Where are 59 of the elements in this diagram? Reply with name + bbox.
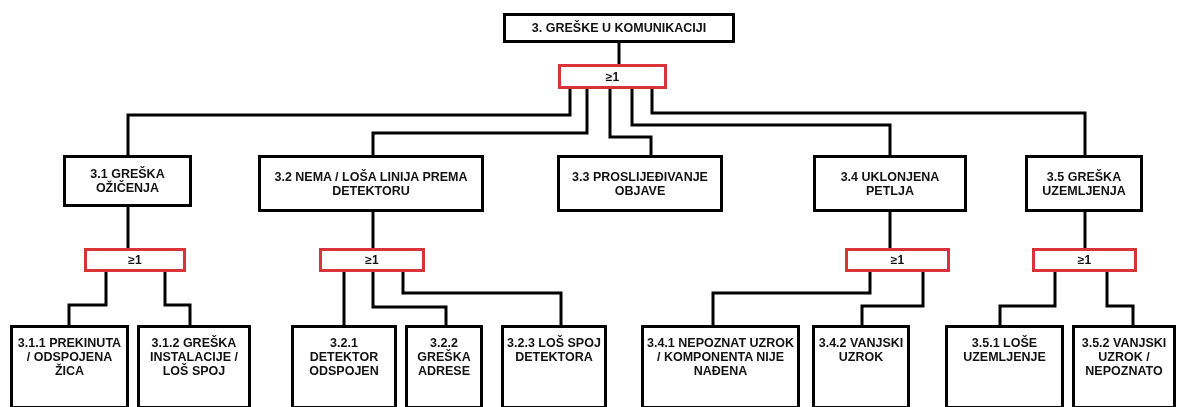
gate-label: ≥1 <box>605 69 620 84</box>
or-gate-box <box>558 64 667 89</box>
connector-line <box>998 272 1057 325</box>
event-box <box>945 325 1064 407</box>
event-box <box>10 325 129 407</box>
event-label: 3.5.2 VANJSKI UZROK / NEPOZNATO <box>1080 336 1168 378</box>
event-box <box>503 13 735 43</box>
event-label: 3. GREŠKE U KOMUNIKACIJI <box>531 21 707 35</box>
event-box <box>1072 325 1176 407</box>
event-label: 3.2.3 LOŠ SPOJ DETEKTORA <box>507 336 601 364</box>
gate-label: ≥1 <box>890 253 905 267</box>
gate-label: ≥1 <box>1077 253 1092 267</box>
connector-line <box>608 89 653 155</box>
event-box <box>405 325 483 407</box>
connector-line <box>1105 272 1135 325</box>
connector-line <box>371 272 448 325</box>
event-box <box>258 155 484 212</box>
event-label: 3.2.1 DETEKTOR ODSPOJEN <box>308 336 380 378</box>
event-label: 3.5.1 LOŠE UZEMLJENJE <box>962 336 1047 364</box>
connector-line <box>711 272 872 325</box>
event-label: 3.1.1 PREKINUTA / ODSPOJENA ŽICA <box>16 336 123 378</box>
connector-line <box>371 212 375 248</box>
gate-label: ≥1 <box>128 253 142 267</box>
connector-line <box>371 89 589 155</box>
event-box <box>557 155 723 212</box>
connector-line <box>163 272 192 325</box>
event-box <box>137 325 251 407</box>
event-label: 3.3 PROSLIJEĐIVANJE OBJAVE <box>571 169 709 198</box>
event-label: 3.5 GREŠKA UZEMLJENJA <box>1041 169 1127 198</box>
event-label: 3.4 UKLONJENA PETLJA <box>839 169 941 198</box>
connector-line <box>860 272 925 325</box>
or-gate-box <box>845 248 950 272</box>
event-box <box>1025 155 1143 212</box>
event-label: 3.1 GREŠKA OŽIČENJA <box>89 167 166 195</box>
connector-line <box>1083 212 1087 248</box>
event-box <box>291 325 397 407</box>
connector-line <box>342 272 346 325</box>
event-label: 3.2.2 GREŠKA ADRESE <box>416 336 472 378</box>
event-box <box>501 325 607 407</box>
or-gate-box <box>1032 248 1137 272</box>
connector-line <box>126 207 130 248</box>
event-label: 3.1.2 GREŠKA INSTALACIJE / LOŠ SPOJ <box>149 336 239 378</box>
connector-line <box>630 89 892 155</box>
event-box <box>641 325 800 407</box>
event-label: 3.4.2 VANJSKI UZROK <box>818 336 904 364</box>
connector-line <box>401 272 563 325</box>
connector-line <box>617 43 621 64</box>
connector-line <box>650 89 1087 155</box>
connector-line <box>126 89 572 155</box>
event-label: 3.2 NEMA / LOŠA LINIJA PREMA DETEKTORU <box>273 169 469 198</box>
event-box <box>812 325 910 407</box>
connector-line <box>888 212 892 248</box>
event-label: 3.4.1 NEPOZNAT UZROK / KOMPONENTA NIJE NAĐENA <box>647 336 794 378</box>
event-box <box>63 155 192 207</box>
connector-line <box>67 272 108 325</box>
event-box <box>813 155 967 212</box>
or-gate-box <box>84 248 186 272</box>
gate-label: ≥1 <box>365 253 379 267</box>
or-gate-box <box>319 248 425 272</box>
